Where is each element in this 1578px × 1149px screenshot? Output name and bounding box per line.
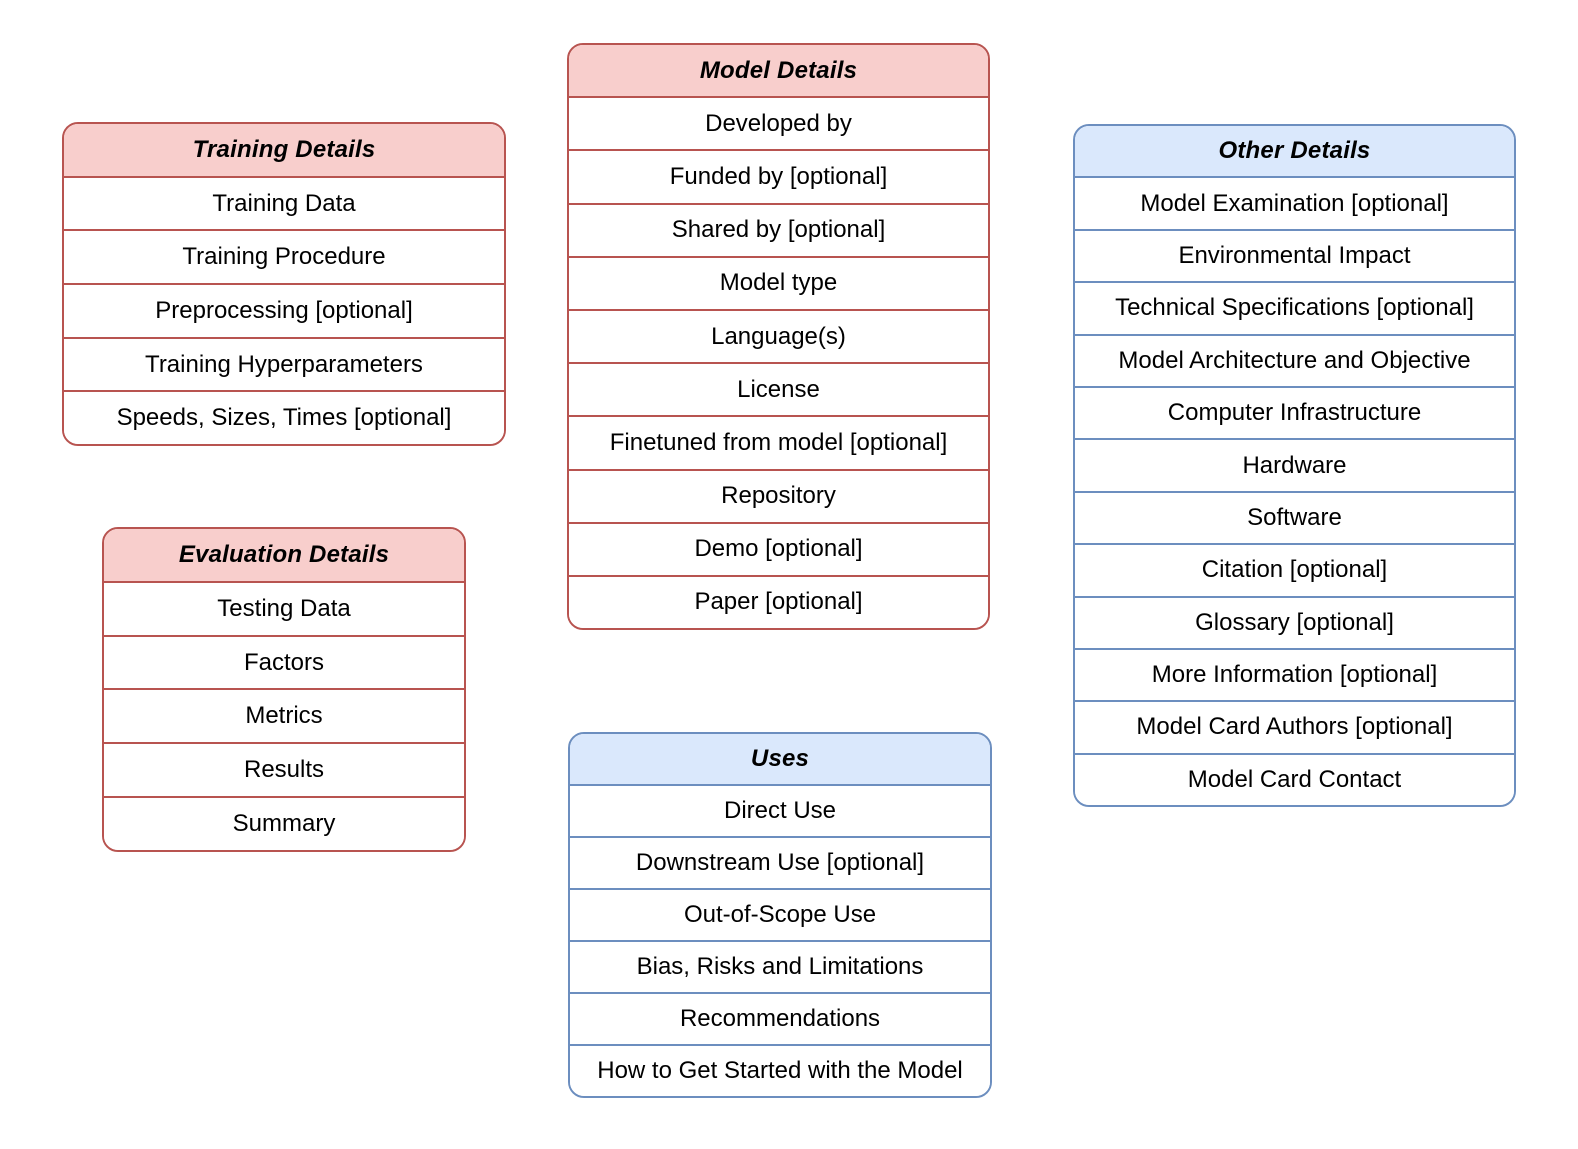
table-row: Language(s) bbox=[569, 310, 988, 365]
table-row: Bias, Risks and Limitations bbox=[570, 942, 990, 994]
table-row: Results bbox=[104, 744, 464, 799]
table-row: Citation [optional] bbox=[1075, 545, 1514, 598]
table-row: Finetuned from model [optional] bbox=[569, 417, 988, 471]
table-row: Speeds, Sizes, Times [optional] bbox=[64, 392, 504, 444]
evaluation-details-title: Evaluation Details bbox=[104, 529, 464, 583]
table-row: Developed by bbox=[569, 98, 988, 152]
table-row: Model type bbox=[569, 257, 988, 311]
other-details-title: Other Details bbox=[1075, 126, 1514, 179]
table-row: More Information [optional] bbox=[1075, 649, 1514, 703]
table-row: Technical Specifications [optional] bbox=[1075, 283, 1514, 336]
table-row: Demo [optional] bbox=[569, 523, 988, 577]
table-row: Summary bbox=[104, 798, 464, 850]
table-row: Model Card Contact bbox=[1075, 754, 1514, 805]
table-row: Model Examination [optional] bbox=[1075, 178, 1514, 231]
table-row: Computer Infrastructure bbox=[1075, 387, 1514, 441]
table-row: Training Data bbox=[64, 177, 504, 232]
table-row: License bbox=[569, 364, 988, 418]
table-row: Hardware bbox=[1075, 440, 1514, 493]
table-row: Shared by [optional] bbox=[569, 204, 988, 258]
table-row: Training Hyperparameters bbox=[64, 338, 504, 393]
table-row: Model Architecture and Objective bbox=[1075, 335, 1514, 388]
table-row: Glossary [optional] bbox=[1075, 597, 1514, 650]
table-row: Recommendations bbox=[570, 994, 990, 1046]
model-details-title: Model Details bbox=[569, 45, 988, 99]
evaluation-details-box: Evaluation Details Testing Data Factors … bbox=[102, 527, 466, 852]
uses-title: Uses bbox=[570, 734, 990, 786]
table-row: Preprocessing [optional] bbox=[64, 285, 504, 339]
uses-box: Uses Direct Use Downstream Use [optional… bbox=[568, 732, 992, 1098]
other-details-box: Other Details Model Examination [optiona… bbox=[1073, 124, 1516, 807]
table-row: How to Get Started with the Model bbox=[570, 1046, 990, 1096]
table-row: Software bbox=[1075, 492, 1514, 546]
table-row: Model Card Authors [optional] bbox=[1075, 702, 1514, 755]
table-row: Environmental Impact bbox=[1075, 230, 1514, 284]
table-row: Repository bbox=[569, 470, 988, 524]
model-details-box: Model Details Developed by Funded by [op… bbox=[567, 43, 990, 630]
table-row: Metrics bbox=[104, 690, 464, 745]
table-row: Downstream Use [optional] bbox=[570, 838, 990, 890]
table-row: Paper [optional] bbox=[569, 576, 988, 628]
training-details-box: Training Details Training Data Training … bbox=[62, 122, 506, 446]
table-row: Direct Use bbox=[570, 786, 990, 838]
table-row: Training Procedure bbox=[64, 231, 504, 286]
table-row: Factors bbox=[104, 636, 464, 691]
table-row: Testing Data bbox=[104, 582, 464, 637]
training-details-title: Training Details bbox=[64, 124, 504, 178]
table-row: Out-of-Scope Use bbox=[570, 890, 990, 942]
table-row: Funded by [optional] bbox=[569, 151, 988, 205]
